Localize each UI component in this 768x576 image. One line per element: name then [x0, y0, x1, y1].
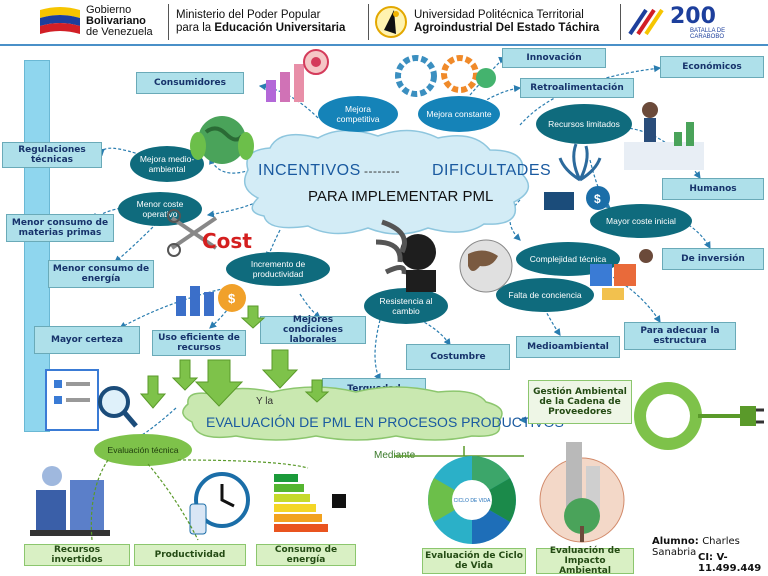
box-retroalimentacion: Retroalimentación	[520, 78, 634, 98]
checklist-magnifier-illustration-icon	[45, 369, 138, 431]
bottom-right-arrows	[394, 446, 524, 457]
box-humanos: Humanos	[662, 178, 764, 200]
header-divider	[168, 4, 169, 40]
box-economicos: Económicos	[660, 56, 764, 78]
ministry-line-1: Ministerio del Poder Popular	[176, 9, 321, 21]
gov-line-2: Bolivariano	[86, 15, 146, 27]
cost-word: Cost	[202, 229, 252, 253]
top-cloud	[243, 129, 530, 235]
uni-line-1: Universidad Politécnica Territorial	[414, 9, 584, 21]
box-impacto-ambiental: Evaluación de Impacto Ambiental	[536, 546, 634, 576]
plant-coins-illustration-icon: $	[544, 143, 610, 210]
node-mayor-coste-inicial: Mayor coste inicial	[590, 204, 692, 238]
header-banner: Gobierno Bolivariano de Venezuela Minist…	[0, 0, 768, 44]
energy-rating-illustration-icon	[274, 474, 346, 532]
para-implementar-title: PARA IMPLEMENTAR PML	[308, 188, 494, 205]
city-tree-illustration-icon	[539, 442, 625, 543]
box-para-adecuar: Para adecuar la estructura	[624, 322, 736, 350]
life-cycle-wheel-icon: CICLO DE VIDA	[428, 456, 516, 544]
ci-value: V-11.499.449	[698, 552, 762, 574]
author-label: Alumno:	[652, 536, 699, 547]
gears-illustration-icon	[395, 55, 496, 97]
ministry-line-2-prefix: para la	[176, 22, 215, 34]
svg-text:$: $	[228, 291, 236, 306]
box-medioambiental: Medioambiental	[516, 336, 620, 358]
uni-line-2: Agroindustrial Del Estado Táchira	[414, 22, 600, 34]
globe-plants-illustration-icon	[190, 116, 254, 164]
puzzle-team-illustration-icon	[590, 249, 653, 300]
lifecycle-center-label: CICLO DE VIDA	[454, 498, 491, 504]
box-mayor-certeza: Mayor certeza	[34, 326, 140, 354]
node-falta-conciencia: Falta de conciencia	[496, 278, 594, 312]
box-uso-eficiente: Uso eficiente de recursos	[152, 330, 246, 356]
eco-plug-illustration-icon	[634, 382, 764, 450]
header-divider	[620, 4, 621, 40]
header-rule	[0, 44, 768, 46]
box-recursos-invertidos: Recursos invertidos	[24, 544, 130, 566]
green-down-arrows	[140, 305, 330, 409]
ministry-text: Ministerio del Poder Popular para la Edu…	[176, 9, 345, 35]
author-line: Alumno: Charles Sanabria	[652, 536, 768, 558]
box-ciclo-de-vida: Evaluación de Ciclo de Vida	[422, 548, 526, 574]
university-logo-icon	[375, 6, 407, 38]
government-text: Gobierno Bolivariano de Venezuela	[86, 5, 153, 38]
node-mejora-competitiva: Mejora competitiva	[318, 96, 398, 132]
money-bars-illustration-icon: $	[176, 284, 246, 316]
ci-label: CI:	[698, 552, 714, 563]
box-regulaciones-tecnicas: Regulaciones técnicas	[2, 142, 102, 168]
y-la-label: Y la	[256, 396, 274, 407]
incentivos-title: INCENTIVOS	[258, 162, 361, 179]
venezuela-flag-icon	[40, 7, 80, 34]
box-menor-consumo-energia: Menor consumo de energía	[48, 260, 154, 288]
factory-machine-illustration-icon	[30, 466, 110, 536]
ci-line: CI: V-11.499.449	[698, 552, 768, 574]
target-growth-illustration-icon	[266, 49, 329, 102]
ministry-line-2-bold: Educación Universitaria	[214, 22, 346, 34]
box-de-inversion: De inversión	[662, 248, 764, 270]
bottom-left-arrows	[90, 459, 309, 541]
header-divider	[368, 4, 369, 40]
clock-phone-illustration-icon	[189, 472, 250, 535]
university-text: Universidad Politécnica Territorial Agro…	[414, 9, 599, 35]
dificultades-title: DIFICULTADES	[432, 162, 552, 179]
svg-text:$: $	[594, 192, 601, 206]
earth-illustration-icon	[459, 239, 513, 293]
bicentenario-stripes-icon	[628, 8, 664, 36]
evaluacion-title: EVALUACIÓN DE PML EN PROCESOS PRODUCTIVO…	[206, 414, 564, 430]
box-gestion-ambiental: Gestión Ambiental de la Cadena de Provee…	[528, 380, 632, 424]
bicentenario-text: BATALLA DE CARABOBO	[690, 28, 726, 40]
box-menor-consumo-materias: Menor consumo de materias primas	[6, 214, 114, 242]
bicentenario-number: 200	[670, 4, 716, 29]
box-mejores-condiciones: Mejores condiciones laborales	[260, 315, 366, 345]
gov-line-3: de Venezuela	[86, 26, 153, 38]
box-productividad: Productividad	[134, 544, 246, 566]
box-innovacion: Innovación	[502, 48, 606, 68]
gov-line-1: Gobierno	[86, 4, 132, 16]
people-finance-illustration-icon	[624, 102, 704, 170]
node-incremento-productividad: Incremento de productividad	[226, 252, 330, 286]
node-mejora-constante: Mejora constante	[418, 96, 500, 132]
node-evaluacion-tecnica: Evaluación técnica	[94, 434, 192, 466]
node-recursos-limitados: Recursos limitados	[536, 104, 632, 144]
box-costumbre: Costumbre	[406, 344, 510, 370]
cost-scissors-illustration-icon: Cost	[167, 209, 252, 257]
author-name: Charles Sanabria	[652, 536, 740, 558]
node-menor-coste: Menor coste operativo	[118, 192, 202, 226]
box-consumo-energia: Consumo de energía	[256, 544, 356, 566]
box-consumidores: Consumidores	[136, 72, 244, 94]
title-dashes: --------	[364, 164, 400, 178]
node-resistencia-cambio: Resistencia al cambio	[364, 288, 448, 324]
stressed-person-illustration-icon	[375, 219, 436, 292]
